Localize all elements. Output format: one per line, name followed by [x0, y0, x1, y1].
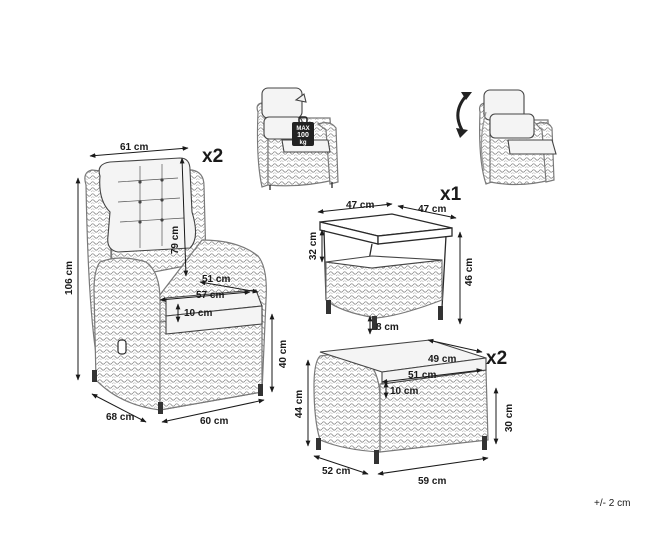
footstool-cushion-width-label: 51 cm [408, 370, 436, 381]
footstool-depth-label: 52 cm [322, 466, 350, 477]
weight-icon [292, 122, 314, 146]
chair-seat-height-label: 40 cm [278, 340, 289, 368]
footstool-width-label: 59 cm [418, 476, 446, 487]
footstool-dimensions [305, 338, 499, 476]
table-quantity: x1 [440, 184, 462, 205]
footstool-cushion-depth-label: 49 cm [428, 354, 456, 365]
tolerance-note: +/- 2 cm [594, 498, 630, 509]
small-chair-weight-view: MAX 100 kg [256, 87, 339, 190]
table-height-label: 46 cm [464, 258, 475, 286]
chair-width-label: 61 cm [120, 142, 148, 153]
table-shelf-gap-label: 32 cm [308, 232, 319, 260]
table-width-label: 47 cm [346, 200, 374, 211]
chair-cushion-thickness-label: 10 cm [184, 308, 212, 319]
chair-depth-label: 68 cm [106, 412, 134, 423]
chair-seat-width-label: 57 cm [196, 290, 224, 301]
footstool-height-label: 44 cm [294, 390, 305, 418]
table-foot-height-label: 8 cm [376, 322, 399, 333]
footstool-frame-height-label: 30 cm [504, 404, 515, 432]
chair-total-height-label: 106 cm [64, 261, 75, 295]
weight-badge-line2: 100 [297, 132, 309, 139]
footstool-quantity: x2 [486, 348, 507, 369]
small-chair-recline-view [456, 89, 557, 186]
armchair-drawing [84, 157, 267, 414]
armchair-dimensions [75, 146, 275, 424]
chair-quantity: x2 [202, 146, 223, 167]
side-table-dimensions [317, 202, 463, 335]
chair-armrest-gap-label: 51 cm [202, 274, 230, 285]
chair-base-width-label: 60 cm [200, 416, 228, 427]
side-table-drawing [319, 213, 453, 330]
weight-badge-line3: kg [299, 140, 306, 146]
recline-arrow-icon [456, 92, 472, 138]
table-depth-label: 47 cm [418, 204, 446, 215]
chair-back-height-label: 79 cm [170, 226, 181, 254]
footstool-cushion-thickness-label: 10 cm [390, 386, 418, 397]
weight-badge-line1: MAX [296, 126, 309, 132]
footstool-drawing [313, 339, 489, 464]
